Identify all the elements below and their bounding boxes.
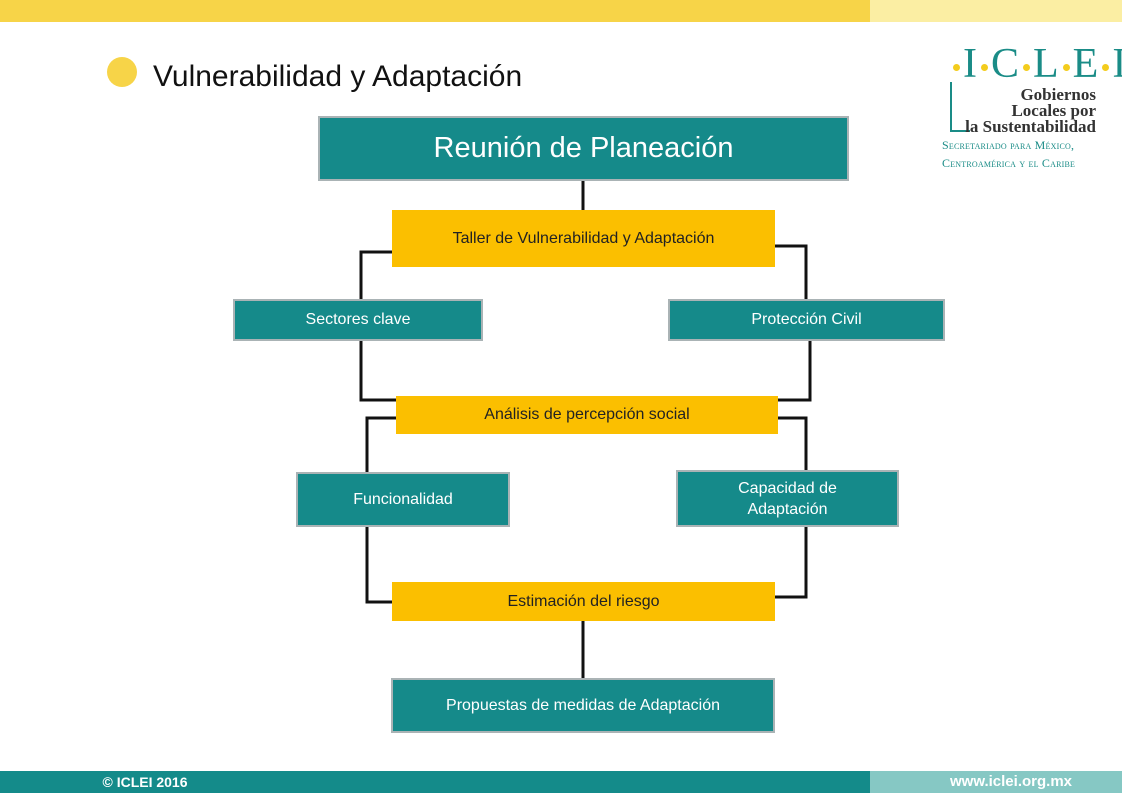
connector-taller-sectores — [359, 250, 393, 300]
node-capacidad-adaptacion: Capacidad de Adaptación — [676, 470, 899, 527]
node-label: Capacidad de Adaptación — [738, 479, 837, 518]
logo-secretariat-2: Centroamérica y el Caribe — [942, 156, 1076, 170]
node-analisis-percepcion: Análisis de percepción social — [396, 396, 778, 434]
logo-line-1: Gobiernos — [1020, 85, 1096, 104]
node-reunion-planeacion: Reunión de Planeación — [318, 116, 849, 181]
footer-bar-light — [870, 771, 1122, 793]
top-bar-accent — [0, 0, 870, 22]
node-label: Estimación del riesgo — [507, 592, 660, 610]
node-taller: Taller de Vulnerabilidad y Adaptación — [392, 210, 775, 267]
connector-funcionalidad-estimacion — [365, 527, 393, 604]
connector-analisis-capacidad — [777, 416, 808, 471]
top-bar-accent-light — [870, 0, 1122, 22]
node-label: Análisis de percepción social — [484, 406, 690, 423]
footer-copyright: © ICLEI 2016 — [102, 774, 188, 790]
node-label: Propuestas de medidas de Adaptación — [446, 696, 720, 714]
node-label: Taller de Vulnerabilidad y Adaptación — [452, 229, 715, 247]
logo-secretariat-1: Secretariado para México, — [942, 138, 1075, 152]
node-label: Funcionalidad — [353, 490, 453, 508]
node-label: Reunión de Planeación — [433, 132, 734, 164]
footer-bar — [0, 771, 870, 793]
node-label: Sectores clave — [305, 311, 411, 328]
connector-taller-proteccion — [774, 244, 808, 300]
connector-analisis-funcionalidad — [365, 416, 397, 473]
logo-line-3: la Sustentabilidad — [965, 117, 1096, 136]
logo-line-2: Locales por — [1011, 101, 1096, 120]
logo-bracket — [950, 82, 970, 132]
node-estimacion-riesgo: Estimación del riesgo — [392, 582, 775, 621]
node-propuestas: Propuestas de medidas de Adaptación — [391, 678, 775, 733]
connector-capacidad-estimacion — [774, 527, 808, 599]
node-funcionalidad: Funcionalidad — [296, 472, 510, 527]
footer-website-link[interactable]: www.iclei.org.mx — [950, 773, 1072, 790]
node-sectores-clave: Sectores clave — [233, 299, 483, 341]
node-label: Protección Civil — [751, 311, 862, 328]
slide-title: Vulnerabilidad y Adaptación — [153, 60, 523, 93]
node-proteccion-civil: Protección Civil — [668, 299, 945, 341]
title-bullet-icon — [107, 57, 137, 87]
connector-proteccion-analisis — [777, 341, 812, 402]
connector-sectores-analisis — [359, 341, 397, 402]
